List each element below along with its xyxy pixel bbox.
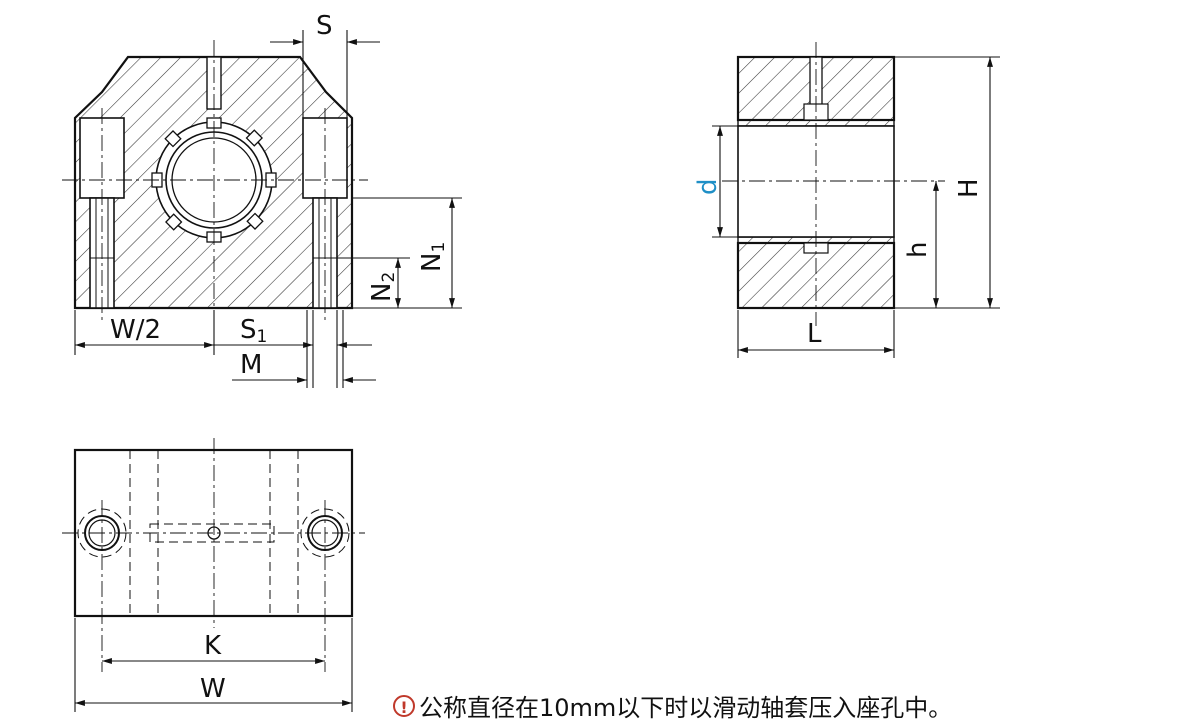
footnote: ! 公称直径在10mm以下时以滑动轴套压入座孔中。 (393, 688, 952, 723)
dim-m (232, 310, 376, 388)
label-n1: N1 (417, 242, 449, 272)
label-k: K (204, 631, 222, 661)
front-centerlines (62, 40, 368, 330)
label-n2: N2 (367, 272, 399, 302)
top-view: K W (62, 438, 365, 712)
dim-d (712, 125, 738, 238)
label-h-lower: h (903, 242, 933, 258)
dim-n1 (352, 197, 462, 309)
side-centerlines (722, 42, 945, 326)
label-s: S (316, 11, 333, 41)
dim-h-upper (894, 56, 1000, 309)
side-view: d H h L (693, 42, 1000, 358)
label-w: W (200, 674, 226, 704)
front-view: S W/2 S1 M (62, 11, 462, 388)
dim-w (74, 618, 353, 712)
label-m: M (240, 350, 262, 380)
dim-n2 (337, 257, 410, 308)
dim-s (270, 30, 380, 118)
label-l: L (807, 319, 822, 349)
label-s1: S1 (240, 315, 267, 347)
label-w-half: W/2 (110, 315, 161, 345)
label-d: d (693, 178, 723, 195)
label-h-upper: H (954, 178, 984, 198)
warning-icon: ! (393, 694, 415, 717)
top-centerlines (62, 438, 365, 672)
dim-w-half (74, 310, 215, 355)
dim-s1 (214, 310, 372, 388)
footnote-text: 公称直径在10mm以下时以滑动轴套压入座孔中。 (419, 694, 953, 722)
dim-l (737, 310, 895, 358)
